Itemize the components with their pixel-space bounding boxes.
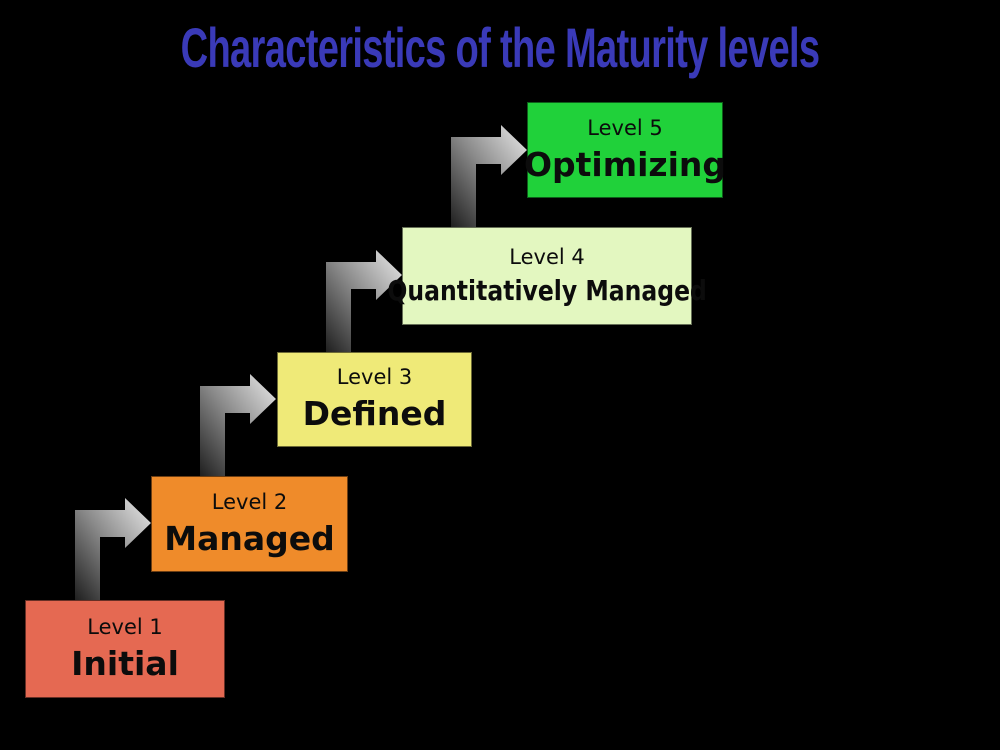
step-up-arrow-icon-1-to-2 [75,498,151,600]
step-up-arrow-icon-3-to-4 [326,250,402,352]
level-2-label: Level 2 [211,489,288,514]
level-3-name: Defined [302,394,447,434]
step-up-arrow-icon-2-to-3 [200,374,276,476]
level-3-label: Level 3 [336,365,413,390]
level-4-name: Quantitatively Managed [387,273,707,307]
level-2-name: Managed [164,518,335,558]
level-5-name: Optimizing [523,144,727,184]
level-4-label: Level 4 [509,244,585,269]
level-1-box: Level 1 Initial [25,600,225,698]
level-3-box: Level 3 Defined [277,352,472,447]
level-2-box: Level 2 Managed [151,476,348,572]
level-5-label: Level 5 [587,115,663,140]
step-up-arrow-icon-4-to-5 [451,125,527,227]
level-5-box: Level 5 Optimizing [523,102,727,198]
diagram-title: Characteristics of the Maturity levels [180,16,820,79]
level-1-name: Initial [71,643,179,683]
level-1-label: Level 1 [87,614,163,639]
level-4-box: Level 4 Quantitatively Managed [387,227,707,325]
